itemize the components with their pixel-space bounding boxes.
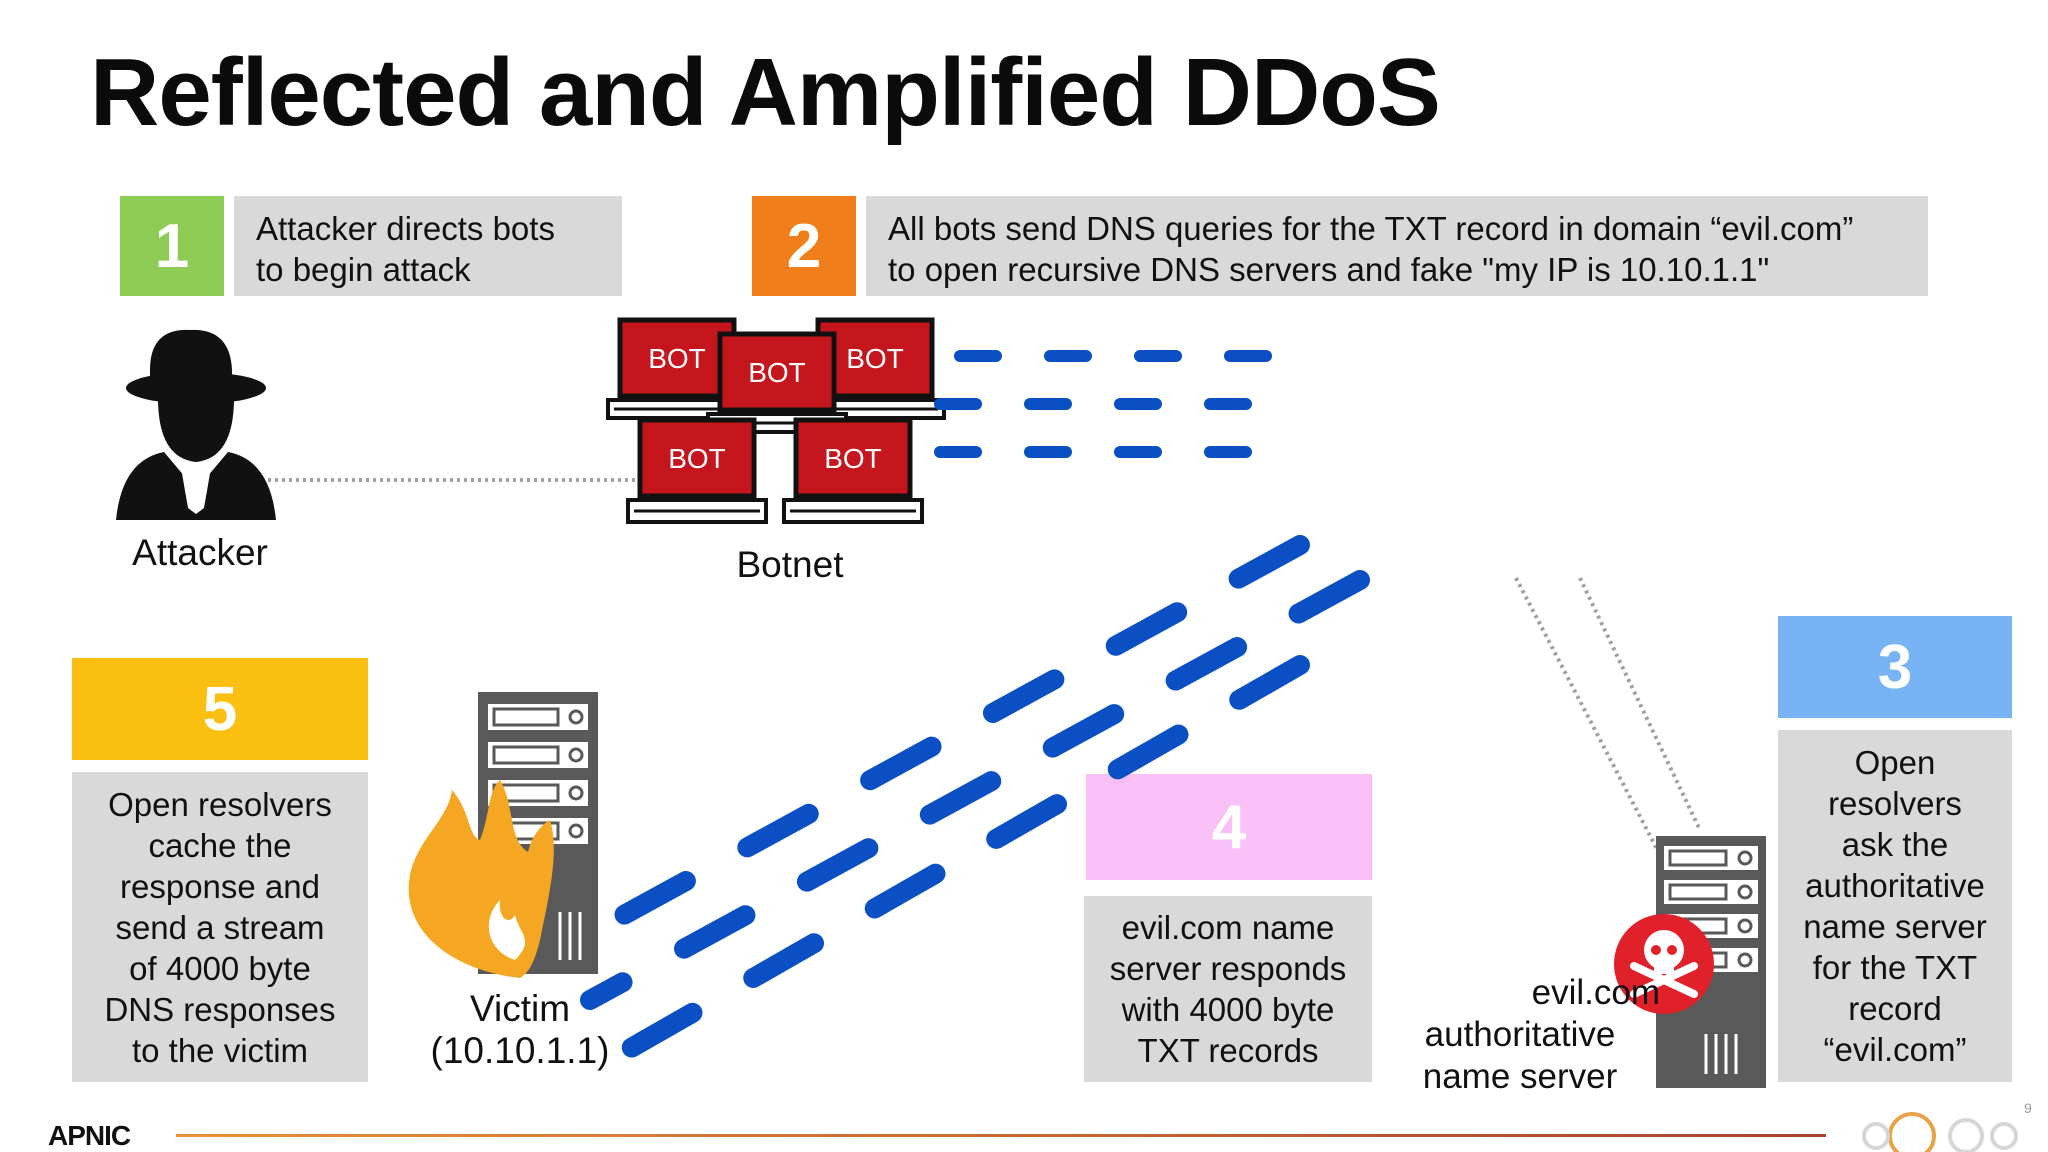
step-2-line: All bots send DNS queries for the TXT re… xyxy=(888,210,1854,247)
step-5-line: send a stream xyxy=(115,908,325,946)
step-4-description: evil.com name server responds with 4000 … xyxy=(1084,896,1372,1082)
amplified-response-flow xyxy=(580,535,1370,1070)
auth-server-label-line: name server xyxy=(1422,1057,1618,1096)
slide-title: Reflected and Amplified DDoS xyxy=(90,39,1441,146)
resolver-to-auth-connector xyxy=(1578,577,1702,831)
step-3-line: “evil.com” xyxy=(1823,1031,1967,1068)
step-3-line: name server xyxy=(1803,908,1987,945)
step-5-line: of 4000 byte xyxy=(129,949,311,987)
flame-inner-icon xyxy=(488,900,526,960)
step-3-badge: 3 xyxy=(1778,616,2012,718)
botnet-cluster: BOT BOT BOT BOT BOT xyxy=(606,317,946,524)
step-2-line: to open recursive DNS servers and fake "… xyxy=(888,251,1770,288)
step-5-line: to the victim xyxy=(131,1031,309,1069)
skull-crossbones-icon xyxy=(1614,914,1714,1014)
step-5-description: Open resolvers cache the response and se… xyxy=(72,772,368,1082)
step-1-line: Attacker directs bots xyxy=(256,210,555,247)
footer-divider xyxy=(176,1134,1826,1137)
step-4-line: TXT records xyxy=(1137,1032,1319,1069)
step-3-line: for the TXT xyxy=(1812,949,1978,986)
step-2-number: 2 xyxy=(786,211,822,281)
bot-label: BOT xyxy=(668,443,726,474)
bot-label: BOT xyxy=(824,443,882,474)
step-3-line: record xyxy=(1848,990,1942,1027)
apnic-logo: APNIC xyxy=(48,1120,131,1151)
step-4-line: server responds xyxy=(1109,950,1347,987)
resolver-to-auth-connector xyxy=(1514,577,1662,856)
step-5-number: 5 xyxy=(202,674,238,744)
step-3-line: Open xyxy=(1854,744,1936,781)
step-3-description: Open resolvers ask the authoritative nam… xyxy=(1778,730,2012,1082)
auth-server-label-line: authoritative xyxy=(1424,1015,1616,1054)
bot-label: BOT xyxy=(846,343,904,374)
botnet-label: Botnet xyxy=(736,544,844,585)
auth-server-label-line: evil.com xyxy=(1531,973,1660,1012)
step-3-number: 3 xyxy=(1877,632,1913,702)
step-5-line: cache the xyxy=(148,826,292,864)
step-4-line: with 4000 byte xyxy=(1121,991,1335,1028)
bot-label: BOT xyxy=(648,343,706,374)
apnic-anniversary-logo xyxy=(1862,1112,2018,1152)
step-3-line: authoritative xyxy=(1805,867,1985,904)
step-1-number: 1 xyxy=(154,211,190,281)
page-number: 9 xyxy=(2024,1100,2032,1116)
step-3-line: resolvers xyxy=(1828,785,1962,822)
step-2-description: All bots send DNS queries for the TXT re… xyxy=(866,196,1928,296)
victim-label-line: Victim xyxy=(469,988,571,1029)
step-2-badge: 2 xyxy=(752,196,856,296)
step-4-badge: 4 xyxy=(1086,774,1372,880)
victim-label: Victim (10.10.1.1) xyxy=(400,988,640,1072)
step-5-line: DNS responses xyxy=(104,990,336,1028)
step-5-line: response and xyxy=(120,867,320,905)
step-5-line: Open resolvers xyxy=(108,785,332,823)
bot-label: BOT xyxy=(748,357,806,388)
step-5-badge: 5 xyxy=(72,658,368,760)
step-1-description: Attacker directs bots to begin attack xyxy=(234,196,622,296)
step-3-line: ask the xyxy=(1841,826,1949,863)
bot-laptop-icon xyxy=(626,417,768,524)
bot-laptop-icon xyxy=(782,417,924,524)
step-1-line: to begin attack xyxy=(256,251,471,288)
attacker-label: Attacker xyxy=(132,532,268,573)
auth-server-label: evil.com authoritative name server xyxy=(1380,972,1660,1098)
victim-label-line: (10.10.1.1) xyxy=(430,1030,610,1071)
dns-query-flow xyxy=(934,350,1306,458)
step-4-number: 4 xyxy=(1211,792,1247,862)
step-1-badge: 1 xyxy=(120,196,224,296)
attacker-spy-icon xyxy=(116,329,276,520)
step-4-line: evil.com name xyxy=(1121,909,1335,946)
